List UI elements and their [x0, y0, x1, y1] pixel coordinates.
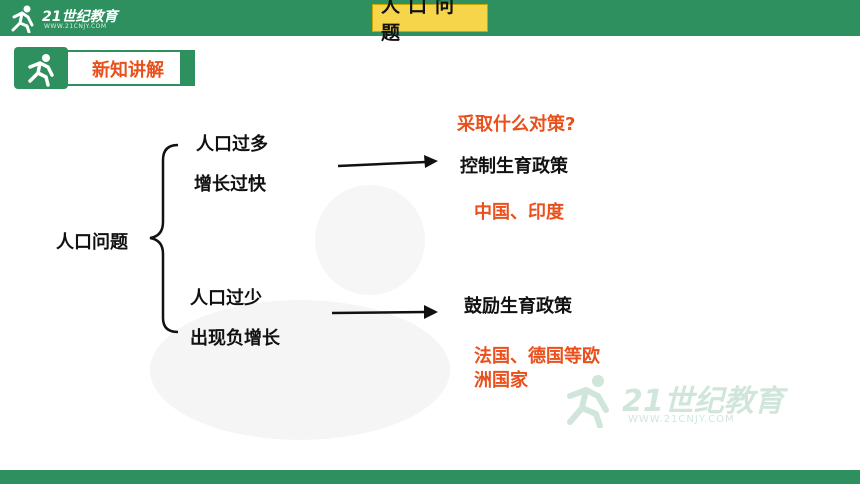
upper-cause-1: 人口过多 — [196, 134, 268, 155]
background-decoration — [150, 185, 450, 440]
example-lower-2: 洲国家 — [474, 370, 528, 391]
runner-icon — [28, 61, 54, 87]
lower-cause-2: 出现负增长 — [190, 328, 280, 349]
logo-text: 21世纪教育 — [42, 9, 118, 25]
section-tab-background — [14, 47, 195, 89]
arrow-upper-head — [424, 155, 438, 168]
root-label: 人口问题 — [56, 232, 128, 253]
example-upper: 中国、印度 — [474, 202, 564, 223]
section-tab: 新知讲解 — [12, 45, 196, 91]
upper-cause-2: 增长过快 — [194, 174, 266, 195]
watermark-text: 21世纪教育 — [622, 384, 784, 419]
logo-url: WWW.21CNJY.COM — [44, 23, 107, 30]
watermark-url: WWW.21CNJY.COM — [628, 414, 735, 425]
question-text: 采取什么对策? — [457, 114, 576, 135]
policy-upper: 控制生育政策 — [460, 156, 568, 177]
runner-icon — [11, 5, 34, 34]
arrow-upper — [337, 160, 427, 168]
section-label: 新知讲解 — [92, 60, 164, 81]
bottom-bar — [0, 470, 860, 484]
arrow-lower-head — [424, 305, 438, 319]
curly-brace — [149, 143, 179, 334]
top-bar: 21世纪教育 WWW.21CNJY.COM 人口问题 — [0, 0, 860, 44]
example-lower-1: 法国、德国等欧 — [474, 346, 600, 367]
policy-lower: 鼓励生育政策 — [464, 296, 572, 317]
watermark-logo: 21世纪教育 WWW.21CNJY.COM — [560, 372, 830, 432]
runner-icon — [567, 375, 609, 429]
brand-logo: 21世纪教育 WWW.21CNJY.COM — [8, 3, 128, 34]
arrow-lower — [331, 310, 427, 315]
lower-cause-1: 人口过少 — [190, 288, 262, 309]
